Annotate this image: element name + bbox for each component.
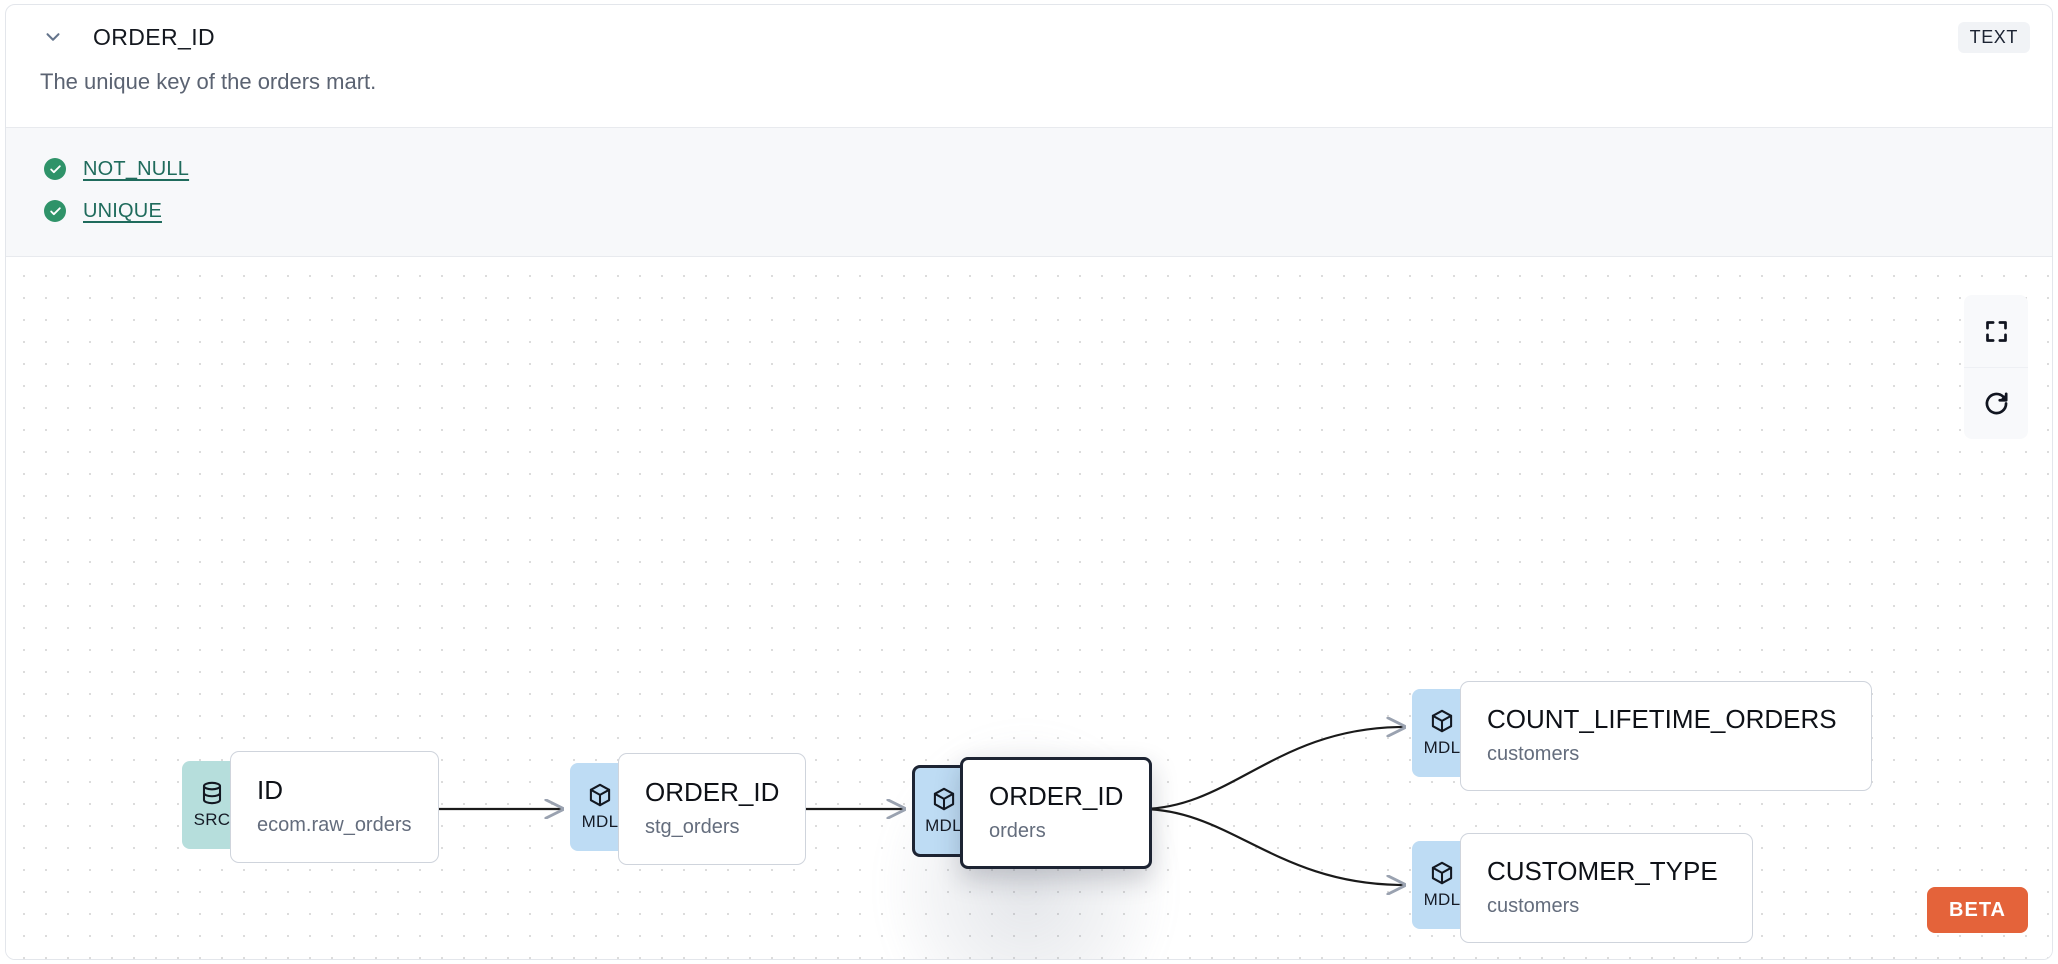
node-body: CUSTOMER_TYPE customers	[1460, 833, 1753, 943]
node-badge-label: MDL	[1423, 890, 1461, 909]
fullscreen-icon[interactable]	[1964, 295, 2028, 367]
node-badge-label: MDL	[581, 812, 619, 831]
node-name: ORDER_ID	[989, 781, 1124, 812]
test-link-unique[interactable]: UNIQUE	[83, 199, 162, 222]
database-icon	[199, 780, 225, 806]
node-badge-label: MDL	[925, 816, 962, 835]
cube-icon	[587, 782, 613, 808]
lineage-node-src[interactable]: SRC ID ecom.raw_orders	[182, 751, 439, 863]
node-name: ORDER_ID	[645, 777, 780, 808]
card-header: ORDER_ID TEXT	[6, 5, 2052, 69]
node-body: COUNT_LIFETIME_ORDERS customers	[1460, 681, 1872, 791]
chevron-down-icon[interactable]	[40, 24, 66, 50]
lineage-node-customer-type[interactable]: MDL CUSTOMER_TYPE customers	[1412, 833, 1753, 943]
node-body: ID ecom.raw_orders	[230, 751, 439, 863]
canvas-controls	[1964, 295, 2028, 439]
data-type-badge: TEXT	[1957, 21, 2030, 53]
edge-orders-to-customer-type	[1140, 807, 1404, 885]
node-subtitle: ecom.raw_orders	[257, 813, 412, 836]
node-name: COUNT_LIFETIME_ORDERS	[1487, 704, 1837, 735]
node-badge-label: MDL	[1423, 738, 1461, 757]
cube-icon	[1429, 708, 1455, 734]
test-row[interactable]: UNIQUE	[6, 190, 2052, 232]
refresh-icon[interactable]	[1964, 367, 2028, 439]
edge-orders-to-count	[1140, 727, 1404, 811]
node-body: ORDER_ID orders	[960, 757, 1153, 869]
cube-icon	[1429, 860, 1455, 886]
test-row[interactable]: NOT_NULL	[6, 148, 2052, 190]
test-link-not-null[interactable]: NOT_NULL	[83, 157, 190, 180]
node-name: ID	[257, 775, 283, 806]
node-subtitle: customers	[1487, 894, 1580, 917]
node-name: CUSTOMER_TYPE	[1487, 856, 1718, 887]
lineage-node-orders[interactable]: MDL ORDER_ID orders	[912, 757, 1153, 869]
node-body: ORDER_ID stg_orders	[618, 753, 807, 865]
cube-icon	[931, 786, 957, 812]
lineage-canvas[interactable]: SRC ID ecom.raw_orders MDL ORDE	[6, 257, 2052, 959]
check-circle-icon	[44, 158, 66, 180]
tests-section: NOT_NULL UNIQUE	[6, 127, 2052, 257]
check-circle-icon	[44, 200, 66, 222]
column-detail-card: ORDER_ID TEXT The unique key of the orde…	[5, 4, 2053, 960]
beta-badge[interactable]: BETA	[1927, 887, 2028, 933]
node-badge-label: SRC	[193, 810, 231, 829]
column-description: The unique key of the orders mart.	[40, 69, 377, 94]
node-subtitle: customers	[1487, 742, 1580, 765]
node-subtitle: stg_orders	[645, 815, 740, 838]
lineage-node-stg-orders[interactable]: MDL ORDER_ID stg_orders	[570, 753, 807, 865]
page-title: ORDER_ID	[93, 23, 216, 50]
lineage-node-count-lifetime-orders[interactable]: MDL COUNT_LIFETIME_ORDERS customers	[1412, 681, 1872, 791]
node-subtitle: orders	[989, 819, 1046, 842]
